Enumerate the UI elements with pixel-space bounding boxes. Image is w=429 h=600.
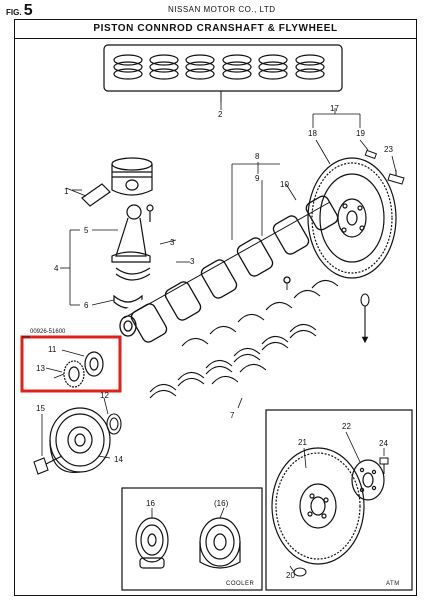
callout-3a: 3 — [170, 238, 175, 247]
piston — [111, 157, 153, 196]
atm-box — [265, 409, 413, 591]
callout-19: 19 — [356, 129, 365, 138]
pulley-std — [135, 517, 169, 569]
front-seal — [106, 413, 122, 435]
callout-6: 6 — [84, 301, 89, 310]
callout-14: 14 — [114, 455, 123, 464]
figure-label: FIG. 5 — [6, 2, 33, 20]
callout-labels: 2 1 5 4 6 3 3 8 9 10 7 17 18 19 23 00926… — [30, 104, 400, 587]
pulley-cooler — [199, 517, 241, 569]
callout-21: 21 — [298, 438, 307, 447]
callout-13: 13 — [36, 364, 45, 373]
manufacturer-name: NISSAN MOTOR CO., LTD — [168, 5, 276, 14]
piston-pin — [65, 183, 111, 207]
piston-ring-set — [103, 44, 343, 102]
callout-16: 16 — [146, 499, 155, 508]
callout-17: 17 — [330, 104, 339, 113]
drive-plate — [271, 447, 365, 565]
callout-1: 1 — [64, 187, 69, 196]
main-bearings — [149, 279, 339, 399]
title-bar: PISTON CONNROD CRANSHAFT & FLYWHEEL — [14, 19, 417, 39]
drive-plate-bolt — [379, 457, 389, 474]
crankshaft — [119, 195, 339, 343]
flywheel-dowel — [364, 149, 378, 160]
diagram-title: PISTON CONNROD CRANSHAFT & FLYWHEEL — [93, 23, 338, 34]
atm-label: ATM — [386, 581, 400, 587]
callout-11: 11 — [48, 345, 57, 354]
callout-10: 10 — [280, 180, 289, 189]
callout-2: 2 — [218, 110, 223, 119]
callout-9: 9 — [255, 174, 260, 183]
callout-22: 22 — [342, 422, 351, 431]
callout-16-cooler: (16) — [214, 499, 229, 508]
pilot-bushing — [360, 293, 370, 344]
callout-23: 23 — [384, 145, 393, 154]
callout-5: 5 — [84, 226, 89, 235]
callout-12: 12 — [100, 391, 109, 400]
atm-spacer — [293, 567, 307, 577]
figure-prefix: FIG. — [6, 8, 22, 17]
crank-sprocket — [53, 351, 104, 388]
diagram-frame — [14, 19, 417, 596]
reinforcement-plate — [351, 459, 385, 501]
callout-15: 15 — [36, 404, 45, 413]
part-number: 00926-51600 — [30, 329, 66, 335]
cooler-label: COOLER — [226, 581, 255, 587]
flywheel-mt — [307, 157, 397, 279]
flywheel-bolt — [387, 170, 405, 185]
connecting-rod — [111, 204, 154, 281]
callout-7: 7 — [230, 411, 235, 420]
callout-3b: 3 — [190, 257, 195, 266]
cooler-box — [121, 487, 263, 591]
callout-20: 20 — [286, 571, 295, 580]
leader-lines — [22, 102, 397, 573]
crank-pulley — [49, 407, 111, 473]
callout-4: 4 — [54, 264, 59, 273]
callout-18: 18 — [308, 129, 317, 138]
pulley-bolt — [33, 455, 63, 475]
callout-24: 24 — [379, 439, 388, 448]
figure-number: 5 — [23, 2, 33, 19]
highlight-box — [20, 335, 122, 393]
callout-8: 8 — [255, 152, 260, 161]
